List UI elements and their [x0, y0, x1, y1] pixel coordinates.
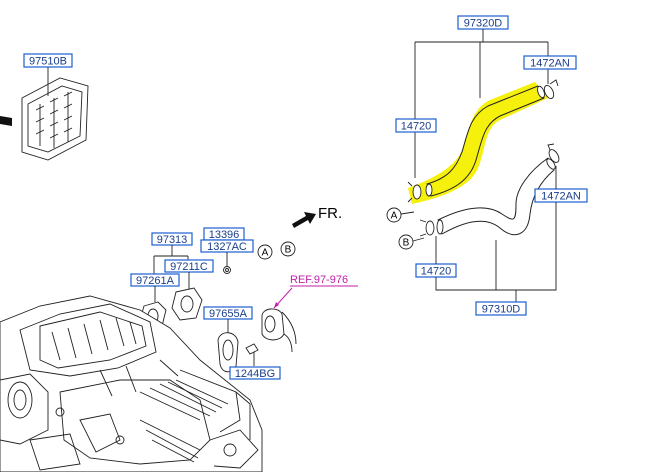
svg-text:B: B [285, 245, 292, 256]
gasket-97211C [171, 287, 203, 321]
part-label-1244BG: 1244BG [229, 366, 281, 380]
svg-text:97313: 97313 [157, 234, 188, 246]
heater-hose-upper [425, 85, 545, 197]
hvac-module-assembly [0, 295, 263, 472]
part-label-1472AN-top: 1472AN [523, 55, 577, 70]
svg-text:B: B [403, 238, 410, 249]
svg-text:14720: 14720 [421, 266, 452, 278]
part-label-97211C: 97211C [164, 259, 214, 273]
svg-text:1244BG: 1244BG [235, 368, 275, 380]
svg-text:97211C: 97211C [170, 261, 208, 273]
part-label-1472AN-mid: 1472AN [534, 188, 588, 203]
svg-text:1472AN: 1472AN [541, 191, 581, 203]
svg-text:1327AC: 1327AC [207, 241, 247, 253]
part-label-97313: 97313 [151, 232, 193, 246]
nut-fastener [223, 266, 231, 274]
grommet-97655A [217, 332, 239, 373]
svg-text:FR.: FR. [318, 205, 342, 222]
part-label-97310D: 97310D [475, 301, 527, 316]
reference-label: REF.97-976 [290, 274, 358, 287]
part-label-14720-bottom: 14720 [415, 263, 457, 278]
blower-filter-housing [0, 77, 89, 161]
svg-text:97310D: 97310D [482, 304, 521, 316]
part-label-13396: 13396 [203, 227, 245, 241]
part-label-97320D: 97320D [457, 15, 509, 30]
part-label-1327AC: 1327AC [200, 239, 254, 253]
svg-text:14720: 14720 [401, 121, 432, 133]
hose-clamp-upper-left [407, 181, 422, 203]
svg-text:13396: 13396 [209, 229, 240, 241]
part-label-97655A: 97655A [203, 306, 253, 320]
svg-text:97510B: 97510B [29, 56, 67, 68]
bolt-1244BG [245, 343, 259, 366]
svg-text:A: A [391, 211, 398, 222]
svg-text:REF.97-976: REF.97-976 [290, 274, 348, 286]
callout-a-left: A [257, 244, 273, 260]
hose-clamp-lower-right [547, 143, 560, 163]
svg-text:97261A: 97261A [136, 275, 175, 287]
part-label-14720-top: 14720 [395, 118, 437, 133]
front-direction-arrow: FR. [292, 205, 342, 228]
part-label-97510B: 97510B [23, 53, 73, 68]
hose-clamp-lower-left [419, 219, 435, 237]
svg-text:97320D: 97320D [464, 18, 503, 30]
callout-a-right: A [386, 207, 402, 223]
hose-highlight [408, 82, 548, 204]
heater-pipe-connector [261, 308, 297, 353]
callout-b-right: B [398, 234, 414, 250]
hose-clamp-upper-right [543, 79, 559, 100]
part-label-97261A: 97261A [130, 273, 180, 287]
svg-text:A: A [262, 248, 269, 259]
svg-text:1472AN: 1472AN [530, 58, 570, 70]
svg-text:97655A: 97655A [209, 308, 248, 320]
callout-b-left: B [280, 241, 296, 257]
